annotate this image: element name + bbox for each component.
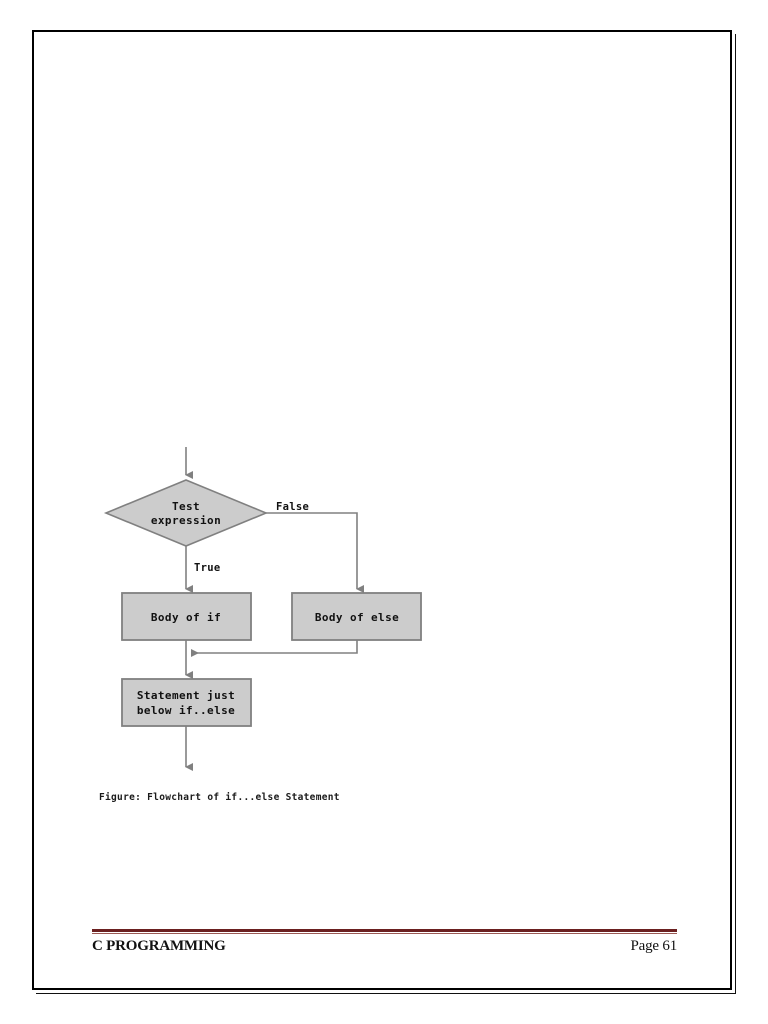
footer-page-number: Page 61	[630, 938, 677, 954]
edge-body-else-to-merge	[191, 640, 358, 657]
node-statement-below-label-line2: below if..else	[137, 704, 235, 717]
node-statement-below-label-line1: Statement just	[137, 689, 235, 702]
page-shadow-bottom	[36, 993, 736, 994]
node-test-expression-label-line2: expression	[151, 514, 221, 527]
page-footer: C PROGRAMMING Page 61	[92, 938, 677, 962]
figure-caption: Figure: Flowchart of if...else Statement	[99, 792, 340, 803]
document-page: Test expression False True Body of if Bo…	[32, 30, 732, 990]
edge-label-true: True	[194, 562, 221, 574]
node-body-of-else-label: Body of else	[315, 611, 399, 624]
node-statement-below	[121, 678, 252, 727]
edge-label-false: False	[276, 501, 309, 513]
node-body-of-if	[121, 592, 252, 641]
node-body-of-else	[291, 592, 422, 641]
node-test-expression	[103, 479, 269, 547]
node-test-expression-label-line1: Test	[172, 500, 200, 513]
footer-rule	[92, 929, 677, 932]
node-body-of-if-label: Body of if	[151, 611, 221, 624]
footer-document-title: C PROGRAMMING	[92, 938, 226, 954]
page-shadow-right	[735, 34, 736, 994]
flowchart-figure: Test expression False True Body of if Bo…	[34, 32, 734, 992]
edge-test-to-body-else	[266, 512, 364, 593]
footer-rule-secondary	[92, 933, 677, 934]
